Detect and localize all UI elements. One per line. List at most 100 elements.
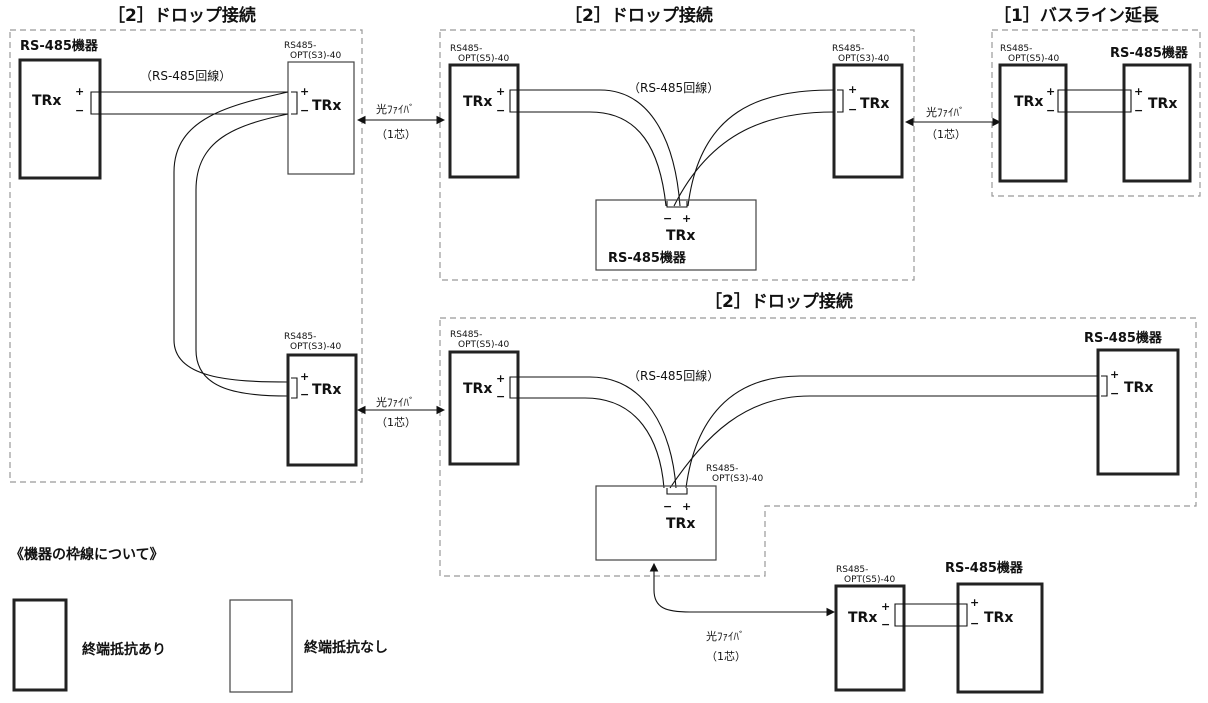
legend-box-without-terminator: [229, 599, 293, 693]
rs485-wire: [673, 111, 835, 207]
opt-s3-converter-left-top: [287, 61, 355, 175]
trx-label: TRx: [860, 96, 889, 112]
terminal-bracket: [1101, 375, 1108, 397]
fiber-link-arrow: [649, 562, 836, 617]
terminal-bracket: [894, 603, 901, 627]
terminal-bracket: [509, 89, 515, 113]
minus-sign: −: [848, 103, 857, 116]
device-label-bus: RS-485機器: [1110, 45, 1189, 61]
fiber-label-cores: （1芯）: [706, 649, 746, 663]
model-label-s3-line1: RS485-: [284, 332, 316, 342]
rs485-wire: [687, 89, 835, 207]
opt-s3-converter-left-bottom: [286, 353, 358, 467]
plus-sign: +: [496, 372, 505, 385]
model-label-s3-line2: OPT(S3)-40: [290, 51, 341, 61]
legend-box-with-terminator: [12, 598, 68, 692]
model-label-s3-line2: OPT(S3)-40: [290, 342, 341, 352]
minus-sign: −: [663, 212, 672, 225]
opt-s3-converter-top-right: [832, 63, 904, 179]
model-label-s5-line1: RS485-: [836, 565, 868, 575]
group-drop-bottom-boundary: [439, 317, 1197, 577]
legend-label-without-terminator: 終端抵抗なし: [304, 639, 388, 656]
model-label-s3-line1: RS485-: [832, 44, 864, 54]
legend-label-with-terminator: 終端抵抗あり: [82, 641, 166, 658]
device-label-left: RS-485機器: [20, 38, 99, 54]
model-label-s3-line2: OPT(S3)-40: [838, 54, 889, 64]
title-drop-top: ［2］ドロップ接続: [565, 5, 713, 26]
trx-label: TRx: [666, 228, 695, 244]
plus-sign: +: [1134, 85, 1143, 98]
rs485-device-bottom-remote: [956, 582, 1044, 694]
plus-sign: +: [848, 83, 857, 96]
group-drop-top-boundary: [439, 29, 915, 281]
opt-s5-converter-bus: [998, 63, 1068, 183]
rs485-wire: [173, 91, 289, 383]
terminal-bracket: [961, 603, 968, 627]
rs485-wire: [515, 376, 677, 489]
minus-sign: −: [663, 500, 672, 513]
model-label-s3-line2: OPT(S3)-40: [712, 474, 763, 484]
plus-sign: +: [682, 500, 691, 513]
model-label-s3-line1: RS485-: [706, 464, 738, 474]
minus-sign: −: [970, 617, 979, 630]
rs485-device-left: [18, 58, 102, 180]
minus-sign: −: [496, 390, 505, 403]
terminal-bracket: [1057, 89, 1063, 113]
title-bus-extension: ［1］バスライン延長: [994, 5, 1160, 26]
minus-sign: −: [300, 388, 309, 401]
terminal-bracket: [666, 488, 688, 495]
fiber-label: 光ﾌｧｲﾊﾞ: [376, 395, 415, 409]
title-drop-left: ［2］ドロップ接続: [108, 5, 256, 26]
fiber-label: 光ﾌｧｲﾊﾞ: [376, 102, 415, 116]
plus-sign: +: [1046, 85, 1055, 98]
trx-label: TRx: [984, 610, 1013, 626]
device-label-top-drop: RS-485機器: [608, 250, 687, 266]
terminal-bracket: [291, 91, 298, 115]
fiber-label: 光ﾌｧｲﾊﾞ: [926, 105, 965, 119]
trx-label: TRx: [312, 98, 341, 114]
line-label-left: （RS-485回線）: [140, 68, 231, 83]
plus-sign: +: [881, 600, 890, 613]
fiber-label: 光ﾌｧｲﾊﾞ: [706, 629, 745, 643]
rs485-wire: [685, 375, 1098, 489]
trx-label: TRx: [463, 94, 492, 110]
model-label-s5-line2: OPT(S5)-40: [458, 340, 509, 350]
rs485-wire: [515, 111, 667, 207]
rs485-wire: [669, 395, 1098, 489]
terminal-bracket: [837, 89, 844, 113]
plus-sign: +: [1110, 368, 1119, 381]
minus-sign: −: [496, 104, 505, 117]
terminal-bracket: [509, 376, 515, 399]
trx-label: TRx: [463, 381, 492, 397]
minus-sign: −: [300, 104, 309, 117]
rs485-wire: [515, 89, 681, 207]
trx-label: TRx: [32, 93, 61, 109]
plus-sign: +: [75, 85, 84, 98]
trx-label: TRx: [848, 610, 877, 626]
opt-s5-converter-bottom: [448, 350, 520, 466]
terminal-bracket: [1126, 89, 1132, 113]
minus-sign: −: [1046, 104, 1055, 117]
trx-label: TRx: [1014, 94, 1043, 110]
device-label-bottom-right: RS-485機器: [1084, 330, 1163, 346]
plus-sign: +: [300, 85, 309, 98]
line-label-bottom: （RS-485回線）: [628, 368, 719, 383]
legend-heading: 《機器の枠線について》: [10, 546, 164, 563]
plus-sign: +: [300, 370, 309, 383]
model-label-s5-line2: OPT(S5)-40: [1008, 54, 1059, 64]
model-label-s5-line1: RS485-: [450, 44, 482, 54]
minus-sign: −: [75, 104, 84, 117]
group-bus-boundary: [991, 29, 1201, 197]
group-drop-left-boundary: [9, 29, 363, 483]
trx-label: TRx: [666, 516, 695, 532]
model-label-s5-line1: RS485-: [1000, 44, 1032, 54]
fiber-label-cores: （1芯）: [376, 415, 416, 429]
terminal-bracket: [666, 201, 688, 208]
minus-sign: −: [881, 618, 890, 631]
rs485-device-bus: [1122, 63, 1192, 183]
trx-label: TRx: [1148, 96, 1177, 112]
terminal-bracket: [291, 377, 298, 399]
minus-sign: −: [1134, 104, 1143, 117]
device-label-bottom-remote: RS-485機器: [945, 560, 1024, 576]
